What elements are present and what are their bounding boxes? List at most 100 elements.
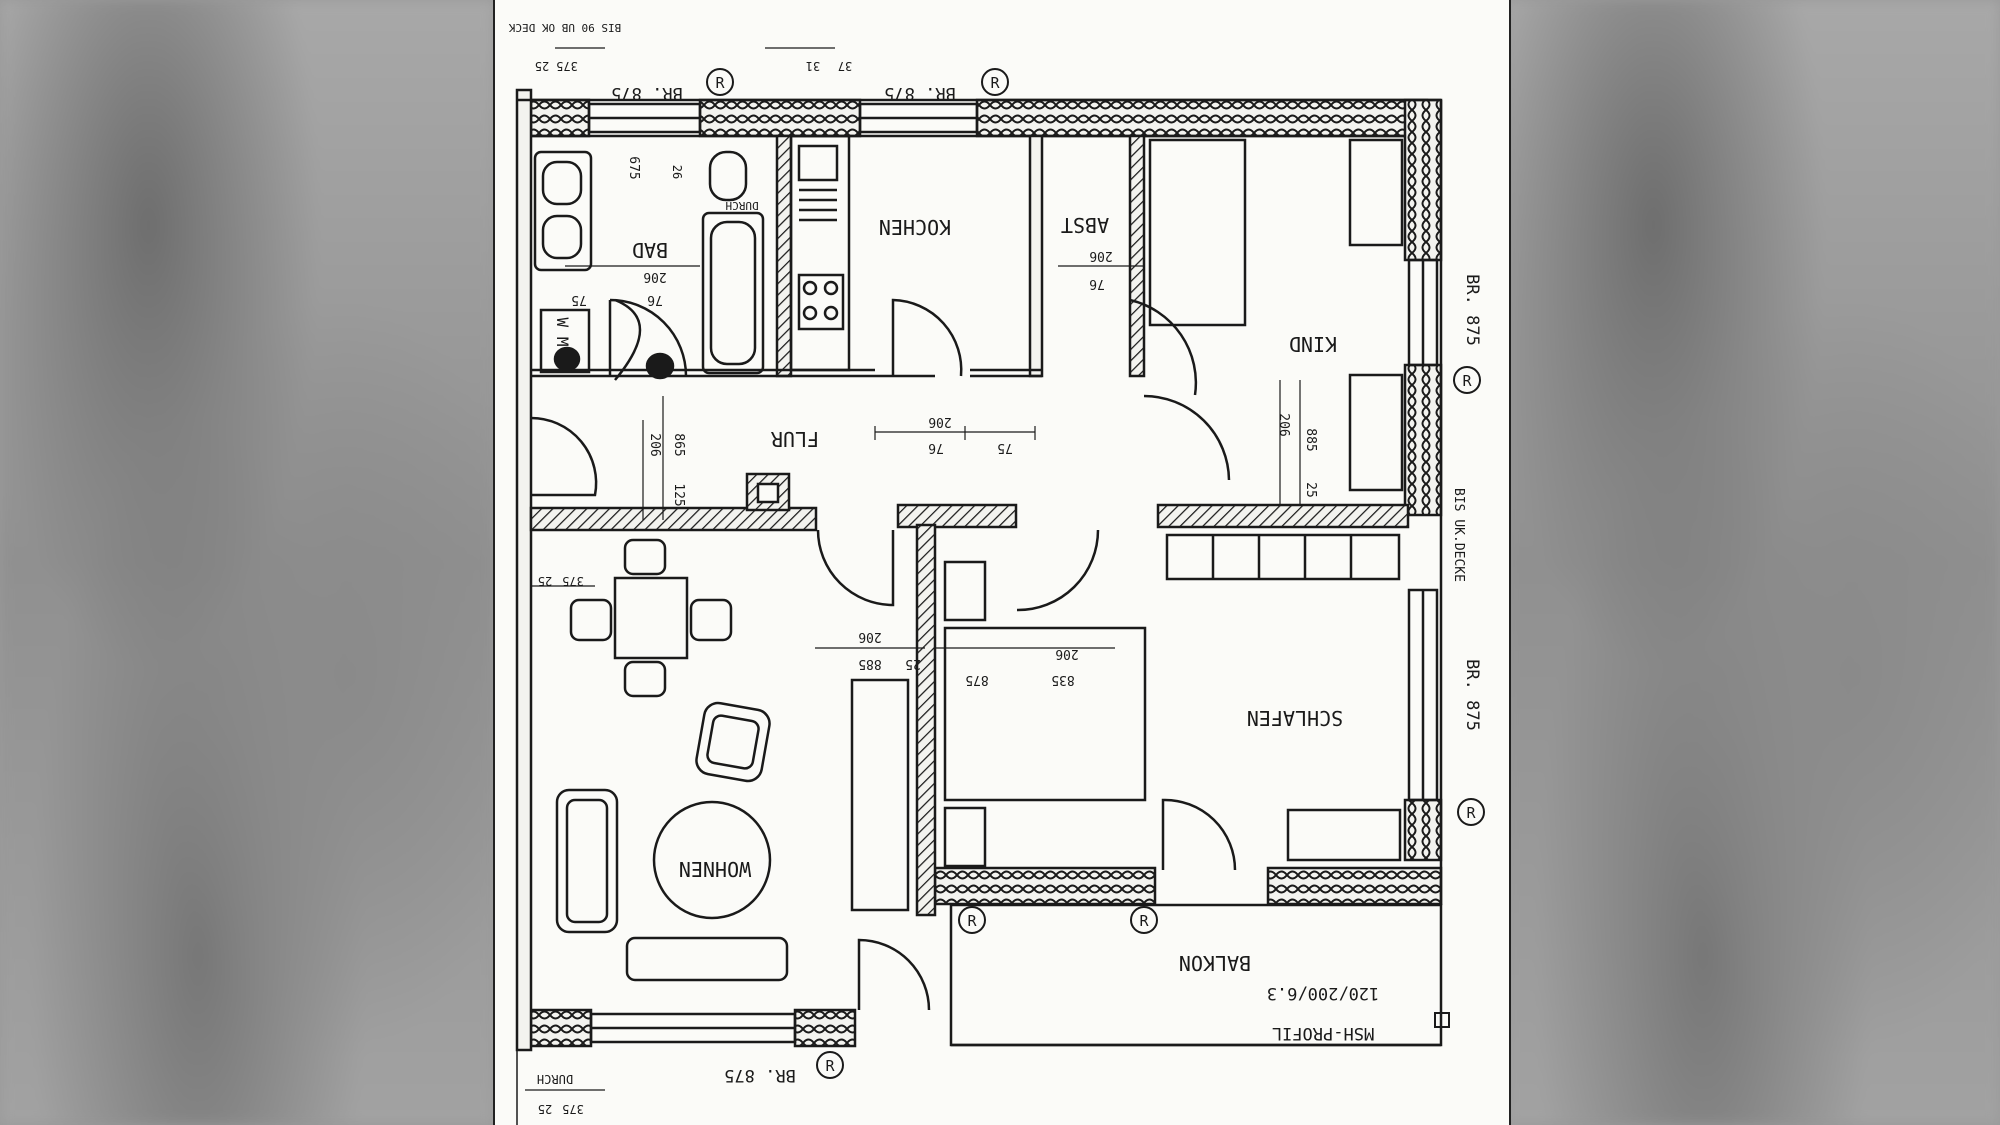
r-marker-bottom <box>816 1051 844 1079</box>
bed-kind <box>1148 138 1247 327</box>
dim-25-kind: 25 <box>1303 482 1318 498</box>
dim-206-kitchen: 206 <box>928 414 951 429</box>
r-label-right-kind: R <box>1462 372 1472 390</box>
dim-675-bad: 675 <box>626 156 641 179</box>
r-marker-right-schlafen <box>1457 798 1485 826</box>
shelf-kind <box>1348 373 1404 492</box>
wall-flur-schlafen <box>896 503 1018 529</box>
r-label-top-left: R <box>715 74 725 92</box>
dim-75-bad: 75 <box>571 292 587 307</box>
window-label-top-right: BR. 875 <box>884 83 956 103</box>
floor-plan-drawing: BAD KOCHEN ABST KIND FLUR WOHNEN SCHLAFE… <box>508 21 1485 1125</box>
sink-double <box>533 150 593 272</box>
r-marker-balkon-left <box>958 906 986 934</box>
door-bad <box>608 298 688 377</box>
dim-375-bottom: 375 <box>562 1102 584 1116</box>
dim-375-left: 375 <box>562 574 584 588</box>
dim-206-kind: 206 <box>1276 413 1291 436</box>
door-kind-right <box>1143 394 1231 481</box>
exterior-wall-top-right <box>975 98 1429 138</box>
sofa-left <box>555 788 619 934</box>
room-label-wohnen: WOHNEN <box>679 857 751 881</box>
wall-abst-kind <box>1128 134 1146 378</box>
door-flur-left <box>530 416 598 497</box>
window-label-top-left: BR. 875 <box>611 83 683 103</box>
dim-206-flur: 206 <box>647 433 662 456</box>
dresser <box>1286 808 1402 862</box>
exterior-wall-bottom-right <box>1266 866 1443 906</box>
coffee-table <box>652 800 772 920</box>
wall-wohnen-schlafen <box>915 523 937 917</box>
door-schlafen-balkon <box>1161 798 1237 871</box>
wall-kind-bottom <box>1156 503 1410 529</box>
dim-865-flur: 865 <box>671 433 686 456</box>
desk-kind <box>1348 138 1404 247</box>
r-marker-right-kind <box>1453 366 1481 394</box>
dim-76-abst: 76 <box>1089 276 1105 291</box>
dim-75-kitchen: 75 <box>997 440 1013 455</box>
room-label-balkon: BALKON <box>1179 951 1251 975</box>
dim-26-bad: 26 <box>670 165 684 179</box>
dim-76-bad: 76 <box>647 292 663 307</box>
wardrobe <box>1165 533 1401 581</box>
dim-206-wohnen: 206 <box>858 629 881 644</box>
r-label-balkon-right: R <box>1139 912 1149 930</box>
note-durch: DURCH <box>725 199 758 212</box>
r-label-right-schlafen: R <box>1466 804 1476 822</box>
r-label-top-right: R <box>990 74 1000 92</box>
dim-885-wohnen: 885 <box>858 656 881 671</box>
washing-machine <box>539 308 591 374</box>
nightstand-bottom <box>943 806 987 868</box>
wall-flur-wohnen <box>529 506 818 532</box>
room-label-kind: KIND <box>1289 332 1337 356</box>
dim-31-top: 31 <box>806 59 820 73</box>
wall-bath-kitchen <box>775 134 793 378</box>
door-flur-bad <box>614 298 642 381</box>
exterior-wall-right-low <box>1403 798 1443 862</box>
stove <box>797 273 845 331</box>
r-label-bottom: R <box>825 1057 835 1075</box>
r-marker-balkon-right <box>1130 906 1158 934</box>
room-label-schlafen: SCHLAFEN <box>1247 706 1343 730</box>
cabinet-wohnen <box>850 678 910 912</box>
room-label-wm: W M <box>553 318 572 347</box>
r-marker-top-left <box>706 68 734 96</box>
wall-kitchen-abst <box>1028 134 1044 378</box>
exterior-wall-bottom-far-left <box>529 1008 593 1048</box>
double-bed <box>943 626 1147 802</box>
room-label-flur: FLUR <box>770 427 819 451</box>
r-marker-top-right <box>981 68 1009 96</box>
kitchen-counter <box>789 134 851 372</box>
dim-25-wohnen: 25 <box>905 656 921 671</box>
blurred-background-left <box>0 0 495 1125</box>
exterior-wall-left <box>515 88 533 1052</box>
floor-plan-sheet: BAD KOCHEN ABST KIND FLUR WOHNEN SCHLAFE… <box>493 0 1511 1125</box>
door-kitchen <box>891 298 963 377</box>
exterior-wall-bottom-left <box>793 1008 857 1048</box>
room-label-kochen: KOCHEN <box>879 215 951 239</box>
room-label-bad: BAD <box>632 238 668 262</box>
dim-885-kind: 885 <box>1303 428 1318 451</box>
dim-206-bad: 206 <box>643 269 666 284</box>
profile-checkbox <box>1434 1012 1450 1028</box>
sofa-bottom <box>625 936 789 982</box>
exterior-wall-right-top <box>1403 98 1443 262</box>
profile-spec: 120/200/6.3 <box>1267 983 1380 1003</box>
dim-875-schlafen: 875 <box>965 672 988 687</box>
bathtub <box>701 211 765 375</box>
r-label-balkon-left: R <box>967 912 977 930</box>
nightstand-top <box>943 560 987 622</box>
note-durch-bottom: DURCH <box>537 1072 573 1086</box>
toilet <box>708 150 748 202</box>
profile-label: MSH-PROFIL <box>1272 1023 1374 1043</box>
dim-835-schlafen: 835 <box>1051 672 1074 687</box>
dim-206-schlafen: 206 <box>1055 646 1078 661</box>
window-label-right-schlafen: BR. 875 <box>1462 659 1482 731</box>
window-label-right-kind: BR. 875 <box>1462 274 1482 346</box>
dim-25-top: 25 <box>535 59 549 73</box>
blurred-background-right <box>1505 0 2000 1125</box>
door-kind <box>1129 298 1198 396</box>
dim-375-top: 375 <box>556 59 578 73</box>
note-bis-uk-decke: BIS UK.DECKE <box>1451 488 1466 582</box>
dim-25-bottom: 25 <box>538 1102 552 1116</box>
